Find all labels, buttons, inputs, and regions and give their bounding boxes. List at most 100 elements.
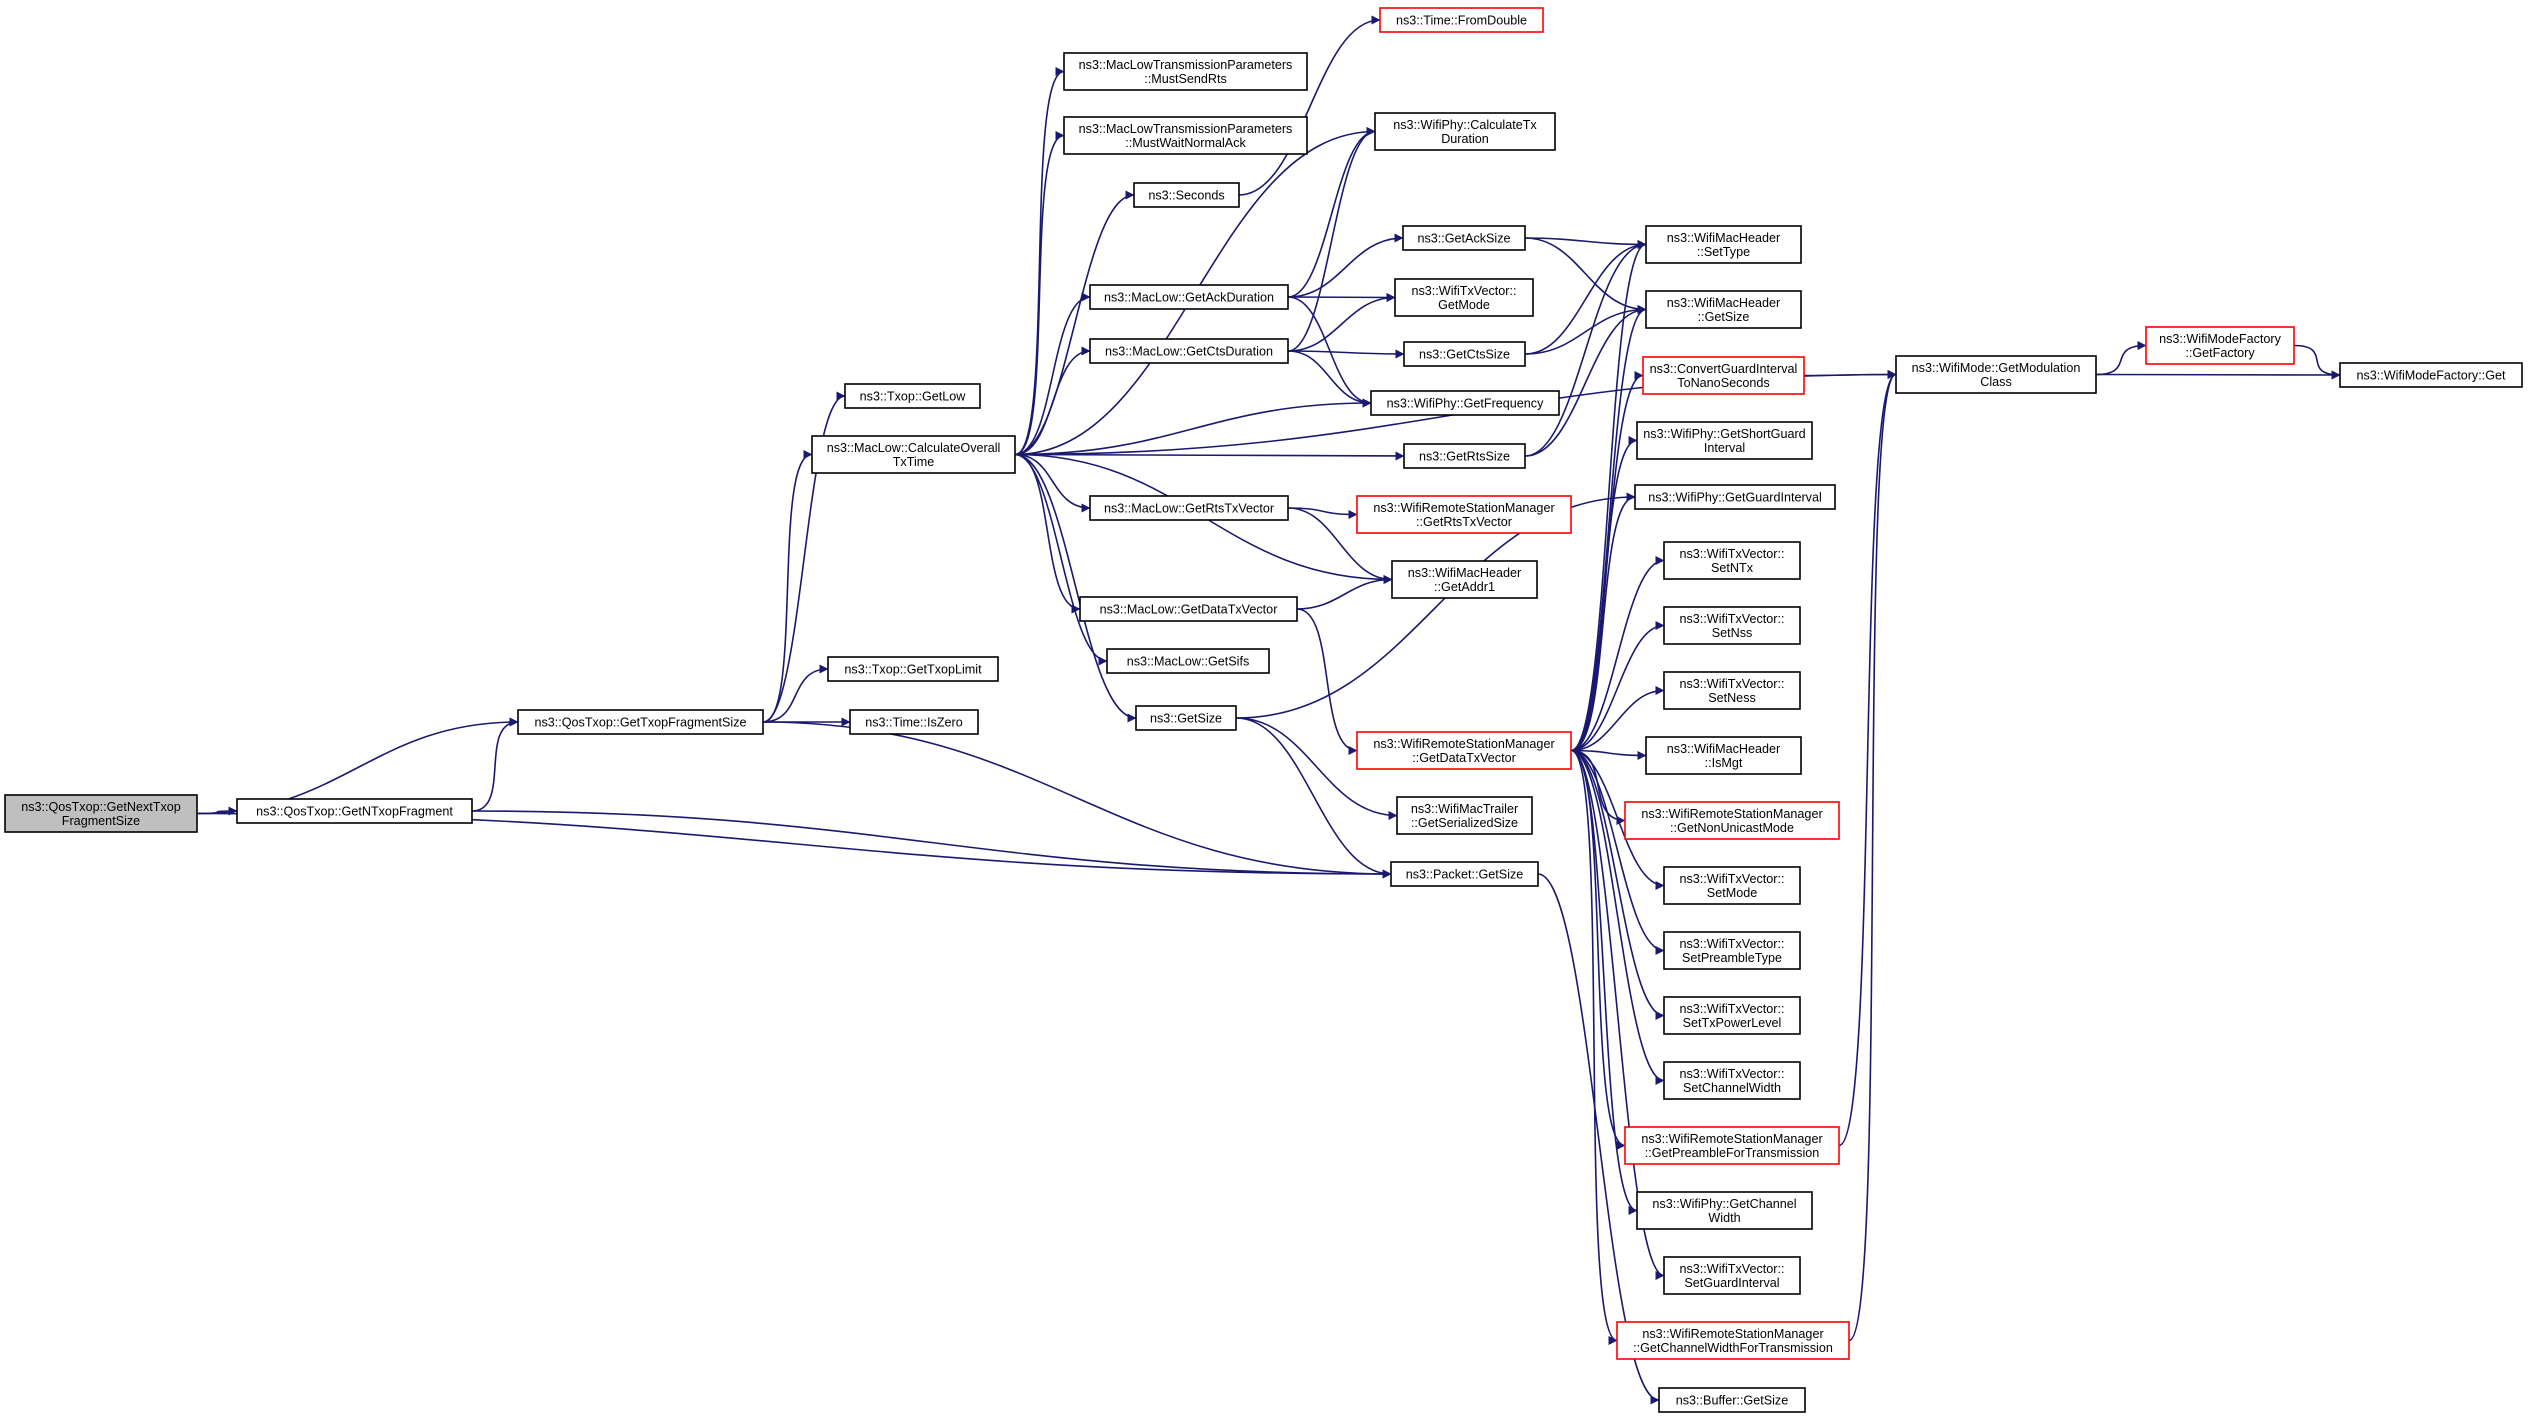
graph-node-getAckDuration[interactable]: ns3::MacLow::GetAckDuration	[1089, 284, 1289, 310]
node-label: ns3::MacLow::CalculateOverall	[827, 441, 1001, 455]
graph-node-phyGuardInterval[interactable]: ns3::WifiPhy::GetGuardInterval	[1634, 484, 1836, 510]
graph-node-getTxopFragSize[interactable]: ns3::QosTxop::GetTxopFragmentSize	[517, 709, 764, 735]
graph-node-rsmGetRtsTxVector[interactable]: ns3::WifiRemoteStationManager::GetRtsTxV…	[1356, 495, 1572, 534]
graph-node-setNTx[interactable]: ns3::WifiTxVector::SetNTx	[1663, 541, 1801, 580]
graph-node-rsmPreamble[interactable]: ns3::WifiRemoteStationManager::GetPreamb…	[1624, 1126, 1840, 1165]
edge-rsmGetDataTxVector-to-setNss	[1570, 621, 1665, 752]
graph-node-hdrIsMgt[interactable]: ns3::WifiMacHeader::IsMgt	[1645, 736, 1802, 775]
node-label: ns3::WifiTxVector::	[1680, 547, 1785, 561]
node-label: ns3::WifiRemoteStationManager	[1373, 737, 1554, 751]
node-box	[1663, 931, 1801, 970]
graph-node-setMode[interactable]: ns3::WifiTxVector::SetMode	[1663, 866, 1801, 905]
edge-rsmChannelWidth-to-modeGetModClass	[1848, 370, 1897, 1342]
node-label: ::IsMgt	[1705, 756, 1743, 770]
node-box	[517, 709, 764, 735]
node-box	[1089, 495, 1289, 521]
node-box	[1895, 355, 2097, 394]
graph-node-getDataTxVector[interactable]: ns3::MacLow::GetDataTxVector	[1079, 596, 1298, 622]
node-label: ns3::WifiMode::GetModulation	[1912, 361, 2081, 375]
graph-node-setChannelWidth[interactable]: ns3::WifiTxVector::SetChannelWidth	[1663, 1061, 1801, 1100]
graph-node-getSifs[interactable]: ns3::MacLow::GetSifs	[1106, 648, 1270, 674]
node-box	[1636, 1191, 1813, 1230]
node-label: SetNess	[1708, 691, 1756, 705]
node-box	[1663, 1256, 1801, 1295]
graph-node-txopGetLow[interactable]: ns3::Txop::GetLow	[844, 383, 981, 409]
graph-node-timeFromDouble[interactable]: ns3::Time::FromDouble	[1379, 7, 1544, 33]
node-label: ns3::MacLow::GetAckDuration	[1104, 291, 1274, 305]
graph-node-getSize[interactable]: ns3::GetSize	[1135, 705, 1237, 731]
edge-getRtsTxVector-to-hdrGetAddr1	[1287, 507, 1393, 584]
graph-node-phyGetFrequency[interactable]: ns3::WifiPhy::GetFrequency	[1370, 390, 1560, 416]
node-box	[844, 383, 981, 409]
graph-node-bufferGetSize[interactable]: ns3::Buffer::GetSize	[1658, 1387, 1806, 1413]
node-label: ns3::QosTxop::GetNextTxop	[21, 800, 181, 814]
node-box	[1390, 861, 1539, 887]
graph-node-setPreambleType[interactable]: ns3::WifiTxVector::SetPreambleType	[1663, 931, 1801, 970]
node-label: ns3::WifiMacTrailer	[1411, 802, 1518, 816]
edge-calcOverall-to-seconds	[1014, 190, 1135, 456]
node-box	[1634, 484, 1836, 510]
edge-rsmGetDataTxVector-to-setChannelWidth	[1570, 749, 1665, 1085]
graph-node-modeFactoryGet[interactable]: ns3::WifiModeFactory::Get	[2339, 362, 2523, 388]
graph-node-getTxopLimit[interactable]: ns3::Txop::GetTxopLimit	[827, 656, 999, 682]
graph-node-rsmChannelWidth[interactable]: ns3::WifiRemoteStationManager::GetChanne…	[1616, 1321, 1850, 1360]
graph-node-trailerSerSize[interactable]: ns3::WifiMacTrailer::GetSerializedSize	[1396, 796, 1533, 835]
graph-node-getCtsSize[interactable]: ns3::GetCtsSize	[1403, 341, 1526, 367]
node-box	[1642, 356, 1805, 395]
node-box	[1391, 560, 1538, 599]
node-box	[811, 435, 1016, 474]
graph-node-setGuardInterval[interactable]: ns3::WifiTxVector::SetGuardInterval	[1663, 1256, 1801, 1295]
node-box	[1663, 606, 1801, 645]
graph-node-setNss[interactable]: ns3::WifiTxVector::SetNss	[1663, 606, 1801, 645]
node-label: Duration	[1441, 132, 1489, 146]
graph-node-hdrGetAddr1[interactable]: ns3::WifiMacHeader::GetAddr1	[1391, 560, 1538, 599]
graph-node-getRtsTxVector[interactable]: ns3::MacLow::GetRtsTxVector	[1089, 495, 1289, 521]
graph-node-getRtsSize[interactable]: ns3::GetRtsSize	[1403, 443, 1526, 469]
node-label: TxTime	[893, 455, 935, 469]
graph-node-seconds[interactable]: ns3::Seconds	[1133, 182, 1240, 208]
node-box	[1616, 1321, 1850, 1360]
graph-node-phyChannelWidth[interactable]: ns3::WifiPhy::GetChannelWidth	[1636, 1191, 1813, 1230]
graph-node-rsmNonUnicastMode[interactable]: ns3::WifiRemoteStationManager::GetNonUni…	[1624, 801, 1840, 840]
graph-node-getCtsDuration[interactable]: ns3::MacLow::GetCtsDuration	[1089, 338, 1289, 364]
edge-rsmGetDataTxVector-to-setPreambleType	[1570, 749, 1665, 955]
graph-node-mustSendRts[interactable]: ns3::MacLowTransmissionParameters::MustS…	[1063, 52, 1308, 91]
edge-getCtsSize-to-hdrGetSize	[1524, 305, 1647, 355]
graph-node-hdrGetSize[interactable]: ns3::WifiMacHeader::GetSize	[1645, 290, 1802, 329]
graph-node-mustWaitNormalAck[interactable]: ns3::MacLowTransmissionParameters::MustW…	[1063, 116, 1308, 155]
graph-node-setNess[interactable]: ns3::WifiTxVector::SetNess	[1663, 671, 1801, 710]
node-label: ::GetFactory	[2185, 346, 2255, 360]
node-label: ns3::WifiTxVector::	[1412, 284, 1517, 298]
graph-node-timeIsZero[interactable]: ns3::Time::IsZero	[849, 709, 979, 735]
node-label: ns3::Packet::GetSize	[1406, 868, 1524, 882]
graph-node-modeFactoryGetFactory[interactable]: ns3::WifiModeFactory::GetFactory	[2145, 326, 2295, 365]
node-box	[2145, 326, 2295, 365]
node-box	[1356, 495, 1572, 534]
graph-node-txVecGetMode[interactable]: ns3::WifiTxVector::GetMode	[1394, 278, 1534, 317]
node-label: SetGuardInterval	[1684, 1276, 1779, 1290]
graph-node-rsmGetDataTxVector[interactable]: ns3::WifiRemoteStationManager::GetDataTx…	[1356, 731, 1572, 770]
node-label: ::SetType	[1697, 245, 1750, 259]
graph-node-getNTxopFrag[interactable]: ns3::QosTxop::GetNTxopFragment	[236, 798, 473, 824]
node-label: ns3::WifiRemoteStationManager	[1641, 807, 1822, 821]
node-label: Interval	[1704, 441, 1745, 455]
node-box	[1663, 996, 1801, 1035]
node-box	[1063, 116, 1308, 155]
graph-node-hdrSetType[interactable]: ns3::WifiMacHeader::SetType	[1645, 225, 1802, 264]
graph-node-packetGetSize[interactable]: ns3::Packet::GetSize	[1390, 861, 1539, 887]
node-label: ::GetNonUnicastMode	[1670, 821, 1794, 835]
graph-node-getAckSize[interactable]: ns3::GetAckSize	[1402, 225, 1526, 251]
graph-node-setTxPowerLevel[interactable]: ns3::WifiTxVector::SetTxPowerLevel	[1663, 996, 1801, 1035]
node-box	[1403, 341, 1526, 367]
edge-calcOverall-to-getRtsTxVector	[1014, 453, 1091, 513]
edge-rsmGetDataTxVector-to-setGuardInterval	[1570, 749, 1665, 1280]
edge-rsmGetDataTxVector-to-setNTx	[1570, 556, 1665, 752]
node-label: ns3::WifiTxVector::	[1680, 1067, 1785, 1081]
